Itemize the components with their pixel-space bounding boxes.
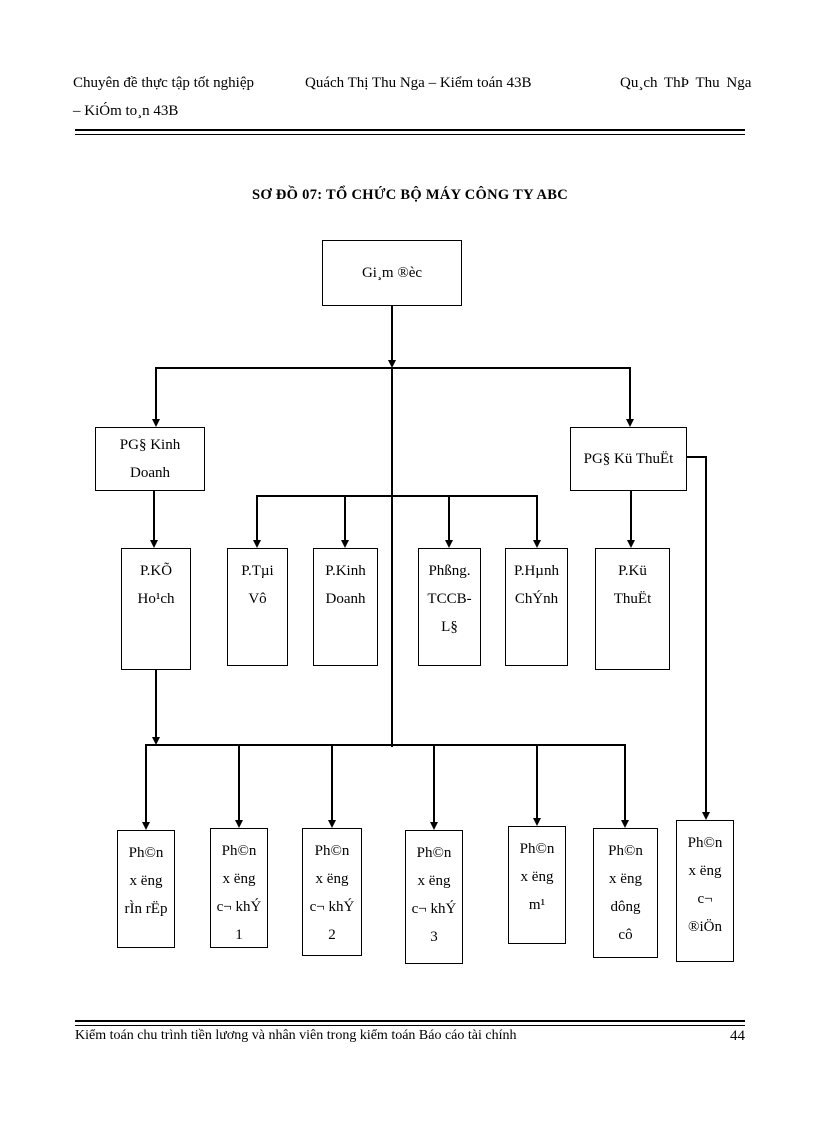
arrow-down-icon [341,540,349,548]
org-node-director: Gi¸m ®èc [322,240,462,306]
org-node-personnel-dept: Phßng. TCCB- L§ [418,548,481,666]
arrow-down-icon [328,820,336,828]
header-rule [75,129,745,135]
arrow-down-icon [142,822,150,830]
org-node-workshop-electrical: Ph©n x ëng c¬ ®iÖn [676,820,734,962]
connector-line [536,495,538,540]
header-left-line2: – KiÓm to¸n 43B [73,103,179,119]
arrow-down-icon [533,540,541,548]
arrow-down-icon [445,540,453,548]
connector-line [331,744,333,820]
org-node-workshop-mechanical-3: Ph©n x ëng c¬ khÝ 3 [405,830,463,964]
connector-line [630,491,632,541]
org-node-planning-dept: P.KÕ Ho¹ch [121,548,191,670]
org-node-workshop-mechanical-2: Ph©n x ëng c¬ khÝ 2 [302,828,362,956]
connector-line [145,744,626,746]
arrow-down-icon [626,419,634,427]
connector-line [687,456,707,458]
connector-line [629,367,631,419]
connector-line [433,744,435,822]
connector-line [155,367,157,419]
arrow-down-icon [152,419,160,427]
org-node-deputy-technical: PG§ Kü ThuËt [570,427,687,491]
connector-line [155,367,631,369]
org-node-finance-dept: P.Tµi Vô [227,548,288,666]
connector-line [256,495,258,540]
org-node-workshop-plating: Ph©n x ëng m¹ [508,826,566,944]
connector-line [624,744,626,820]
connector-line [155,670,157,738]
connector-line [145,744,147,822]
arrow-down-icon [235,820,243,828]
connector-line [344,495,346,540]
org-node-deputy-business: PG§ Kinh Doanh [95,427,205,491]
arrow-down-icon [621,820,629,828]
arrow-down-icon [152,737,160,745]
diagram-title: SƠ ĐỒ 07: TỔ CHỨC BỘ MÁY CÔNG TY ABC [252,187,568,203]
org-node-workshop-mechanical-1: Ph©n x ëng c¬ khÝ 1 [210,828,268,948]
org-node-workshop-forging: Ph©n x ëng rÌn rËp [117,830,175,948]
page-number: 44 [730,1028,745,1044]
org-node-technical-dept: P.Kü ThuËt [595,548,670,670]
connector-line [238,744,240,820]
org-node-business-dept: P.Kinh Doanh [313,548,378,666]
connector-line [153,491,155,541]
header-center-line1: Quách Thị Thu Nga – Kiểm toán 43B [305,75,532,91]
org-node-workshop-tools: Ph©n x ëng dông cô [593,828,658,958]
arrow-down-icon [627,540,635,548]
arrow-down-icon [150,540,158,548]
arrow-down-icon [253,540,261,548]
header-left-line1: Chuyên đề thực tập tốt nghiệp [73,75,255,91]
header-right-line1: Qu¸ch ThÞ Thu Nga [620,75,752,91]
connector-line [391,306,393,361]
connector-line [391,367,393,747]
arrow-down-icon [702,812,710,820]
connector-line [705,456,707,812]
org-node-admin-dept: P.Hµnh ChÝnh [505,548,568,666]
connector-line [536,744,538,818]
arrow-down-icon [533,818,541,826]
connector-line [257,495,537,497]
arrow-down-icon [430,822,438,830]
connector-line [448,495,450,540]
footer-text: Kiểm toán chu trình tiền lương và nhân v… [75,1028,517,1043]
arrow-down-icon [388,360,396,368]
footer-rule [75,1020,745,1026]
